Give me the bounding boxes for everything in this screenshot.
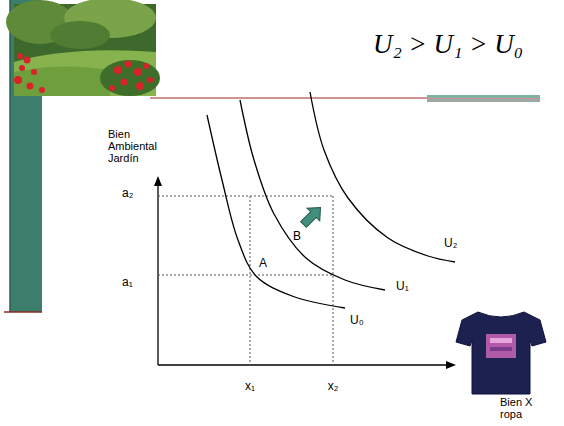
side-rule [4, 311, 42, 313]
axis-label: Bien Ambiental Jardín [108, 128, 166, 164]
axis-label: Bien X ropa [500, 396, 546, 420]
garden-photo [6, 0, 160, 96]
curve-label: U₁ [396, 280, 409, 293]
point-label: A [259, 257, 267, 270]
tshirt-icon [456, 312, 546, 394]
curve-label: U₀ [350, 314, 364, 327]
axis-arrow [446, 361, 456, 369]
tick-label: x₂ [328, 380, 339, 393]
indifference-curve [310, 92, 455, 262]
rule-bar [427, 95, 540, 98]
indifference-curve [207, 115, 345, 308]
tick-label: a₂ [122, 187, 133, 200]
tick-label: a₁ [122, 276, 133, 289]
axis-arrow [154, 176, 162, 186]
rule-bar [427, 99, 540, 102]
point-label: B [293, 230, 301, 243]
indifference-curve [240, 100, 385, 290]
curve-label: U₂ [444, 237, 457, 250]
utility-order: U₂ > U₁ > U₀ [373, 30, 523, 60]
guide-lines [158, 196, 333, 365]
block-arrow [297, 201, 327, 231]
tick-label: x₁ [245, 380, 255, 393]
x-axis [158, 364, 448, 365]
side-bar-edge [9, 0, 11, 312]
